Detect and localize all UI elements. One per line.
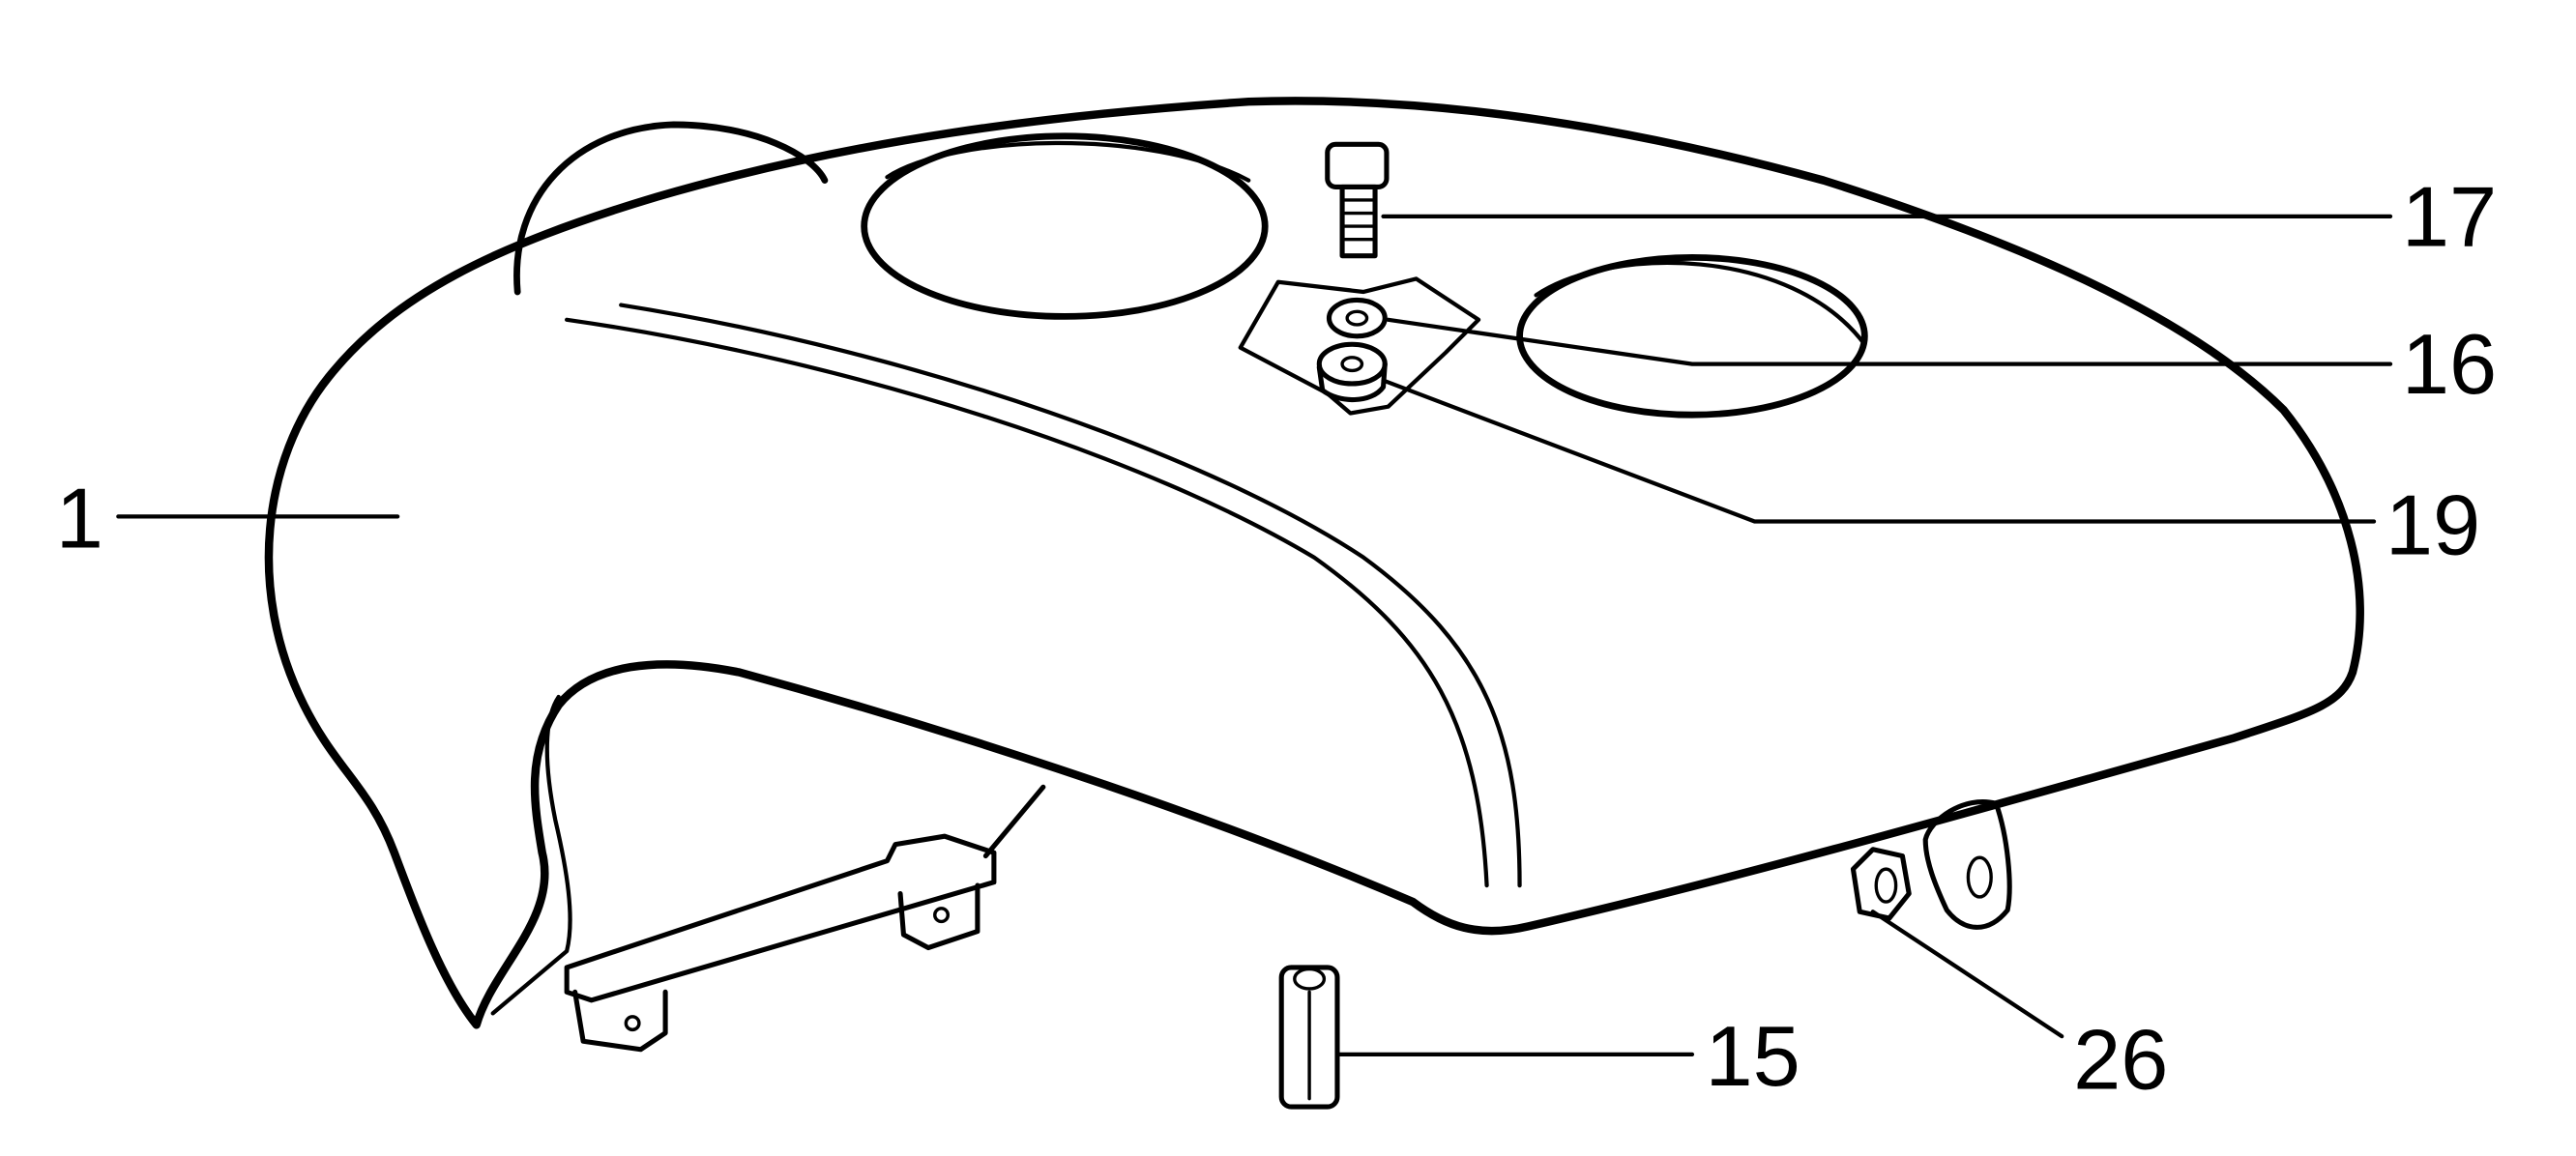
- callout-label-19: 19: [2386, 477, 2480, 572]
- cover-ridge-outer: [565, 317, 1489, 888]
- front-opening: [861, 132, 1269, 320]
- rear-opening: [1516, 253, 1868, 419]
- washer-16: [1326, 297, 1388, 339]
- leader-line-19: [1381, 378, 2377, 524]
- leader-line-16: [1386, 317, 2393, 366]
- rear-dome: [513, 121, 829, 296]
- spacer-15: [1278, 965, 1340, 1110]
- cover-outline: [264, 97, 2364, 1029]
- bolt-17: [1325, 141, 1390, 259]
- cover-ridge-inner: [619, 303, 1522, 888]
- callout-label-16: 16: [2402, 316, 2497, 412]
- nut-26: [1850, 847, 1912, 921]
- mounting-tab: [1922, 799, 2012, 930]
- callout-label-26: 26: [2073, 1012, 2168, 1108]
- front-opening-rim: [885, 140, 1251, 183]
- cover-inner-edge: [490, 694, 572, 1016]
- grommet-19: [1316, 341, 1388, 403]
- leader-line-26: [1870, 910, 2064, 1039]
- mounting-plate: [1238, 276, 1481, 416]
- rear-opening-rim: [1534, 260, 1867, 347]
- support-bracket: [564, 784, 1046, 1053]
- callout-label-15: 15: [1706, 1008, 1800, 1104]
- callout-label-17: 17: [2402, 169, 2497, 265]
- callout-label-1: 1: [56, 471, 103, 566]
